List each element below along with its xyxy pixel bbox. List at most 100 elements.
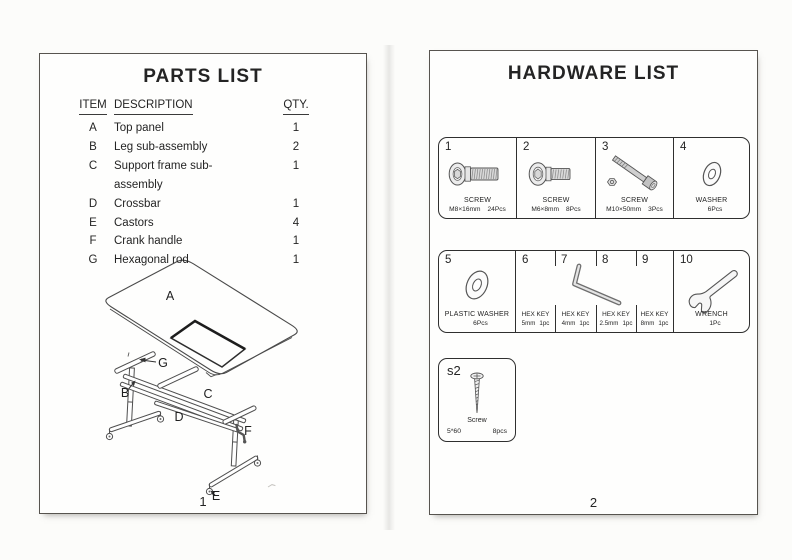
item-number: 4: [680, 141, 687, 153]
parts-list-title: PARTS LIST: [143, 66, 263, 87]
row-item: G: [88, 254, 98, 267]
item-number: 5: [445, 254, 452, 266]
label-leaders: [128, 357, 216, 496]
page-number-1: 1: [199, 494, 207, 509]
item-spec: M10×50mm: [606, 206, 642, 213]
row-qty: 1: [292, 159, 300, 172]
item-number: 2: [523, 141, 530, 153]
item-number: 9: [642, 254, 649, 266]
right-foot: [208, 455, 259, 488]
row-description: Crossbar: [114, 197, 161, 210]
page-gutter-shadow: [383, 45, 395, 530]
item-spec: 5*60: [447, 428, 461, 435]
row-description: Hexagonal rod: [114, 254, 189, 267]
item-name: SCREW: [620, 196, 649, 204]
row-item: D: [88, 197, 98, 210]
row-item: F: [89, 235, 97, 248]
item-count: 3Pcs: [648, 206, 663, 213]
item-name: SCREW: [463, 196, 492, 204]
item-spec: 5mm: [521, 320, 536, 327]
right-top-bracket: [222, 405, 257, 425]
hardware-item-1: 1 SCREW M8×16mm 24Pcs: [439, 138, 516, 218]
row-qty: 1: [292, 235, 300, 248]
latch-tab: [205, 372, 217, 378]
table-row: G Hexagonal rod 1: [72, 251, 344, 270]
left-leg-post: [126, 367, 135, 427]
hardware-item-8: 8 HEX KEY 2.5mm 1pc: [596, 251, 636, 332]
row-qty: 2: [292, 140, 300, 153]
page-number-2: 2: [589, 495, 598, 510]
item-spec: 4mm: [561, 320, 576, 327]
item-count: 1pc: [539, 320, 550, 327]
row-item: E: [89, 216, 97, 229]
row-item: B: [89, 140, 97, 153]
item-count: 6Pcs: [473, 320, 488, 327]
flange-screw-icon: [439, 153, 516, 195]
hardware-row-2: 5 PLASTIC WASHER 6Pcs 6 HEX: [438, 250, 750, 333]
item-count: 1pc: [658, 320, 669, 327]
item-count: 1pc: [622, 320, 633, 327]
row-description: Top panel: [114, 122, 164, 134]
parts-table-header: ITEM DESCRIPTION QTY.: [72, 98, 344, 115]
item-number: 6: [522, 254, 529, 266]
flip-mechanism-outline: [169, 320, 247, 368]
hardware-list-title: HARDWARE LIST: [507, 63, 680, 84]
crossbar: [154, 400, 239, 433]
bolt-icon: [596, 148, 673, 196]
item-spec: M6×8mm: [531, 206, 559, 213]
row-qty: 1: [292, 122, 300, 134]
row-description: Support frame sub-assembly: [114, 159, 213, 191]
scan-noise: [267, 484, 276, 488]
item-name: HEX KEY: [640, 311, 669, 318]
item-count: 6Pcs: [707, 206, 723, 213]
item-count: 1Pc: [709, 320, 721, 327]
tabletop: [105, 259, 298, 378]
flange-screw-icon: [517, 153, 595, 195]
hardware-row-1: 1 SCREW M8×16mm 24Pcs 2: [438, 137, 750, 219]
diagram-label-c: C: [203, 387, 212, 401]
hardware-item-7: 7 HEX KEY 4mm 1pc: [555, 251, 596, 332]
table-row: A Top panel 1: [72, 119, 344, 138]
item-name: PLASTIC WASHER: [444, 310, 510, 318]
left-top-bracket: [114, 351, 156, 374]
row-description: Leg sub-assembly: [114, 140, 208, 153]
table-row: E Castors 4: [72, 214, 344, 233]
item-number: s2: [447, 363, 461, 378]
item-name: WRENCH: [695, 310, 728, 318]
hardware-item-2: 2 SCREW M6×8mm 8Pcs: [516, 138, 595, 218]
item-name: HEX KEY: [602, 311, 630, 318]
diagram-label-f: F: [244, 424, 252, 438]
diagram-label-b: B: [121, 386, 129, 400]
diagram-label-g: G: [158, 356, 168, 370]
table-row: C Support frame sub-assembly 1: [72, 157, 344, 195]
washer-icon: [674, 153, 749, 195]
hardware-item-6: 6 HEX KEY 5mm 1pc: [515, 251, 555, 332]
support-frame-rail: [122, 373, 247, 424]
row-qty: 4: [292, 216, 300, 229]
item-name: SCREW: [542, 196, 570, 204]
row-item: A: [89, 122, 97, 134]
header-item: ITEM: [79, 98, 107, 115]
item-name: HEX KEY: [561, 311, 590, 318]
header-description: DESCRIPTION: [114, 98, 193, 115]
table-row: B Leg sub-assembly 2: [72, 138, 344, 157]
item-number: 10: [680, 254, 693, 266]
hardware-item-3: 3 SCREW: [595, 138, 673, 218]
parts-list-page: A G B C D F E PARTS LIST ITEM DESCRIPTIO…: [39, 53, 367, 514]
crank-handle: [235, 423, 247, 444]
left-foot: [108, 410, 162, 433]
hardware-item-4: 4 WASHER 6Pcs: [673, 138, 749, 218]
header-qty: QTY.: [283, 98, 309, 115]
item-number: 1: [445, 141, 452, 153]
plastic-washer-icon: [439, 263, 515, 309]
item-count: 24Pcs: [487, 206, 506, 213]
castor-wheels: [105, 411, 262, 496]
hardware-item-10: 10 WRENCH 1Pc: [673, 251, 749, 332]
row-item: C: [88, 159, 98, 172]
row-qty: 1: [292, 197, 300, 210]
item-spec: 2.5mm: [599, 320, 619, 327]
hardware-list-page: HARDWARE LIST 1 SCREW M8×16mm 24Pcs: [429, 50, 758, 515]
item-number: 8: [602, 254, 609, 266]
hardware-item-5: 5 PLASTIC WASHER 6Pcs: [439, 251, 515, 332]
item-spec: 8mm: [640, 320, 655, 327]
